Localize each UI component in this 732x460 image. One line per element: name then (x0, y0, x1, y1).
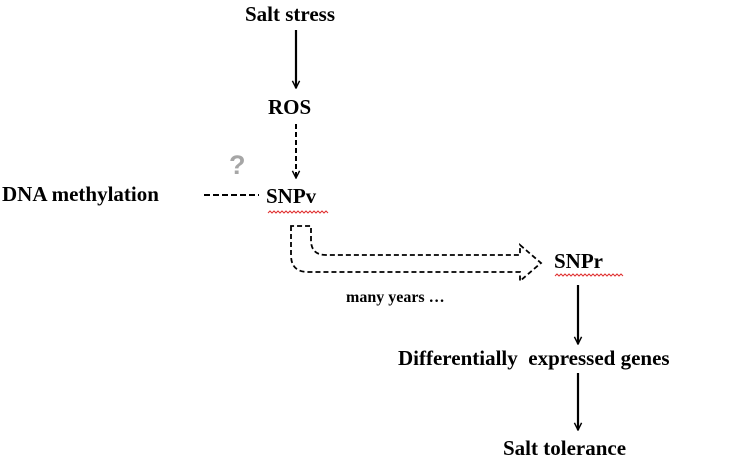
annotation-many-years: many years … (346, 289, 445, 306)
node-differentially-expressed-genes: Differentially expressed genes (398, 346, 670, 370)
node-dna-methylation: DNA methylation (2, 182, 159, 206)
block-arrow-snpv-to-snpr (290, 225, 543, 283)
spellcheck-underline-snpv (267, 210, 329, 214)
node-ros: ROS (268, 95, 312, 119)
node-snpr: SNPr (554, 249, 603, 273)
spellcheck-underline-snpr (554, 273, 624, 277)
question-mark-icon: ? (229, 150, 246, 180)
node-snpv: SNPv (266, 184, 317, 208)
node-salt-tolerance: Salt tolerance (503, 436, 627, 460)
node-salt-stress: Salt stress (245, 2, 336, 26)
